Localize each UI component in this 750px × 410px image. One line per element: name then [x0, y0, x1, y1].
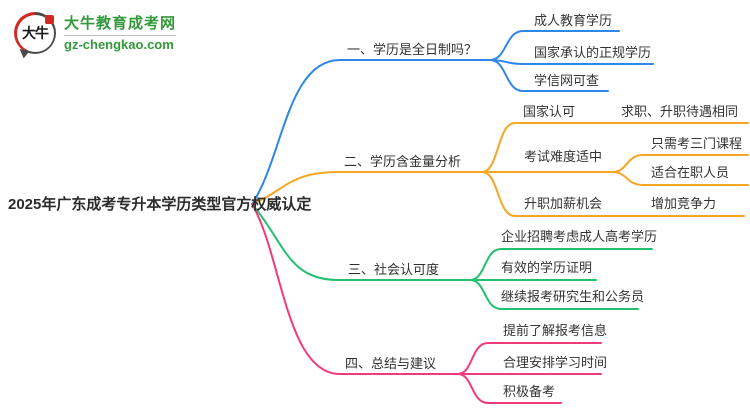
branch-2-child-2-sub-1-label: 只需考三门课程	[651, 136, 743, 151]
site-domain: gz-chengkao.com	[64, 36, 174, 52]
branch-4-connector	[251, 203, 459, 375]
site-name: 大牛教育成考网	[64, 14, 177, 32]
branch-1-child-2-label: 国家承认的正规学历	[534, 45, 652, 60]
logo-divider	[64, 34, 177, 36]
branch-3-child-1-label: 企业招聘考虑成人高考学历	[501, 229, 658, 244]
branch-4-child-2-label: 合理安排学习时间	[503, 355, 608, 370]
branch-3-child-1-line	[469, 248, 653, 281]
branch-2-child-1-label: 国家认可	[523, 104, 576, 119]
branch-3-child-3-line	[469, 279, 639, 310]
branch-3-child-2-label: 有效的学历证明	[501, 260, 593, 275]
logo: 大牛 大牛教育成考网 gz-chengkao.com	[14, 12, 177, 60]
branch-2-child-2-sub-2-line	[611, 171, 749, 186]
branch-2-child-2-sub-2-label: 适合在职人员	[651, 165, 730, 180]
branch-1-child-3-line	[489, 59, 609, 92]
branch-3-label: 三、社会认可度	[348, 262, 440, 277]
branch-2-child-1-line	[481, 122, 749, 173]
branch-2-label: 二、学历含金量分析	[344, 154, 462, 169]
branch-2-child-3-sub-1-label: 增加竞争力	[651, 196, 717, 211]
branch-4-child-3-line	[457, 373, 562, 404]
branch-2-child-1-sub-1-label: 求职、升职待遇相同	[621, 104, 739, 119]
branch-2-child-3-line	[481, 171, 745, 217]
branch-2-child-2-label: 考试难度适中	[524, 149, 603, 164]
branch-4-child-3-label: 积极备考	[503, 384, 556, 399]
central-topic: 2025年广东成考专升本学历类型官方权威认定	[8, 196, 312, 213]
branch-2-connector	[251, 171, 483, 205]
logo-badge-text: 大牛	[22, 25, 49, 41]
branch-4-child-1-line	[457, 342, 602, 375]
branch-1-child-3-label: 学信网可查	[534, 73, 600, 88]
logo-text-block: 大牛教育成考网 gz-chengkao.com	[64, 14, 177, 52]
branch-4-label: 四、总结与建议	[345, 356, 437, 371]
branch-4-child-1-label: 提前了解报考信息	[503, 323, 608, 338]
branch-1-label: 一、学历是全日制吗？	[347, 42, 478, 57]
logo-badge: 大牛	[14, 12, 56, 60]
branch-3-connector	[251, 203, 471, 281]
branch-1-child-1-label: 成人教育学历	[534, 13, 613, 28]
branch-2-child-3-label: 升职加薪机会	[524, 196, 603, 211]
logo-seal-icon	[45, 15, 54, 24]
branch-3-child-3-label: 继续报考研究生和公务员	[501, 289, 645, 304]
branch-1-connector	[251, 59, 491, 205]
branch-1-child-1-line	[489, 30, 620, 61]
